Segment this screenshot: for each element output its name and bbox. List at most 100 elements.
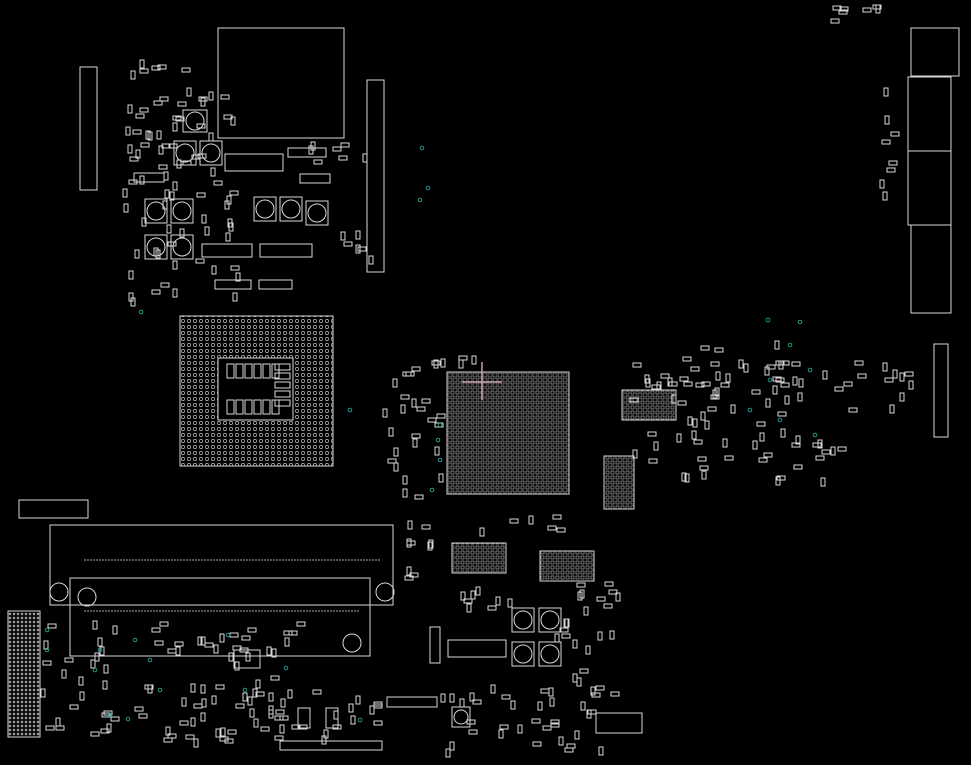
smd-component[interactable] <box>609 630 615 640</box>
inductor-core[interactable] <box>513 644 533 664</box>
smd-component[interactable] <box>714 387 720 397</box>
smd-component[interactable] <box>340 142 350 148</box>
smd-component[interactable] <box>531 718 541 724</box>
crystal-oscillator[interactable] <box>214 279 252 290</box>
via[interactable] <box>92 667 98 673</box>
smd-component[interactable] <box>583 606 589 616</box>
smd-component[interactable] <box>433 359 439 369</box>
smd-component[interactable] <box>211 695 217 705</box>
smd-component[interactable] <box>775 476 781 486</box>
connector-left-vertical[interactable] <box>79 66 98 191</box>
smd-component[interactable] <box>185 734 195 740</box>
capacitor[interactable] <box>429 626 441 664</box>
smd-component[interactable] <box>676 433 682 443</box>
port-rj45[interactable] <box>910 224 952 314</box>
smd-component[interactable] <box>268 692 274 702</box>
smd-component[interactable] <box>40 688 46 698</box>
smd-component[interactable] <box>632 449 638 459</box>
smd-component[interactable] <box>225 232 231 242</box>
smd-component[interactable] <box>615 592 621 602</box>
smd-component[interactable] <box>848 407 858 413</box>
crystal-oscillator[interactable] <box>299 173 331 184</box>
smd-component[interactable] <box>151 289 161 295</box>
smd-component[interactable] <box>707 406 717 412</box>
smd-component[interactable] <box>550 722 560 728</box>
smd-component[interactable] <box>312 689 322 695</box>
smd-component[interactable] <box>100 728 110 734</box>
smd-component[interactable] <box>722 438 728 448</box>
via[interactable] <box>437 422 443 428</box>
inductor[interactable] <box>538 641 562 667</box>
smd-component[interactable] <box>777 411 787 417</box>
smd-component[interactable] <box>471 355 477 365</box>
smd-component[interactable] <box>632 362 642 368</box>
smd-component[interactable] <box>270 675 280 681</box>
cpu-capacitor[interactable] <box>274 363 291 371</box>
smd-component[interactable] <box>235 703 245 709</box>
smd-component[interactable] <box>576 582 586 588</box>
smd-component[interactable] <box>421 524 431 530</box>
smd-component[interactable] <box>153 100 163 106</box>
smd-component[interactable] <box>579 668 589 674</box>
smd-component[interactable] <box>585 645 591 655</box>
smd-component[interactable] <box>43 640 49 650</box>
smd-component[interactable] <box>704 420 710 430</box>
smd-component[interactable] <box>888 160 898 166</box>
smd-component[interactable] <box>510 700 516 710</box>
smd-component[interactable] <box>227 729 237 735</box>
smd-component[interactable] <box>210 167 216 177</box>
smd-component[interactable] <box>112 625 118 635</box>
smd-component[interactable] <box>411 433 421 439</box>
smd-component[interactable] <box>255 679 261 689</box>
smd-component[interactable] <box>392 378 398 388</box>
smd-component[interactable] <box>682 356 692 362</box>
connector-vertical[interactable] <box>366 79 385 273</box>
smd-component[interactable] <box>576 677 582 687</box>
smd-component[interactable] <box>255 691 265 697</box>
smd-component[interactable] <box>78 676 84 686</box>
smd-component[interactable] <box>348 703 354 713</box>
smd-component[interactable] <box>656 381 662 391</box>
smd-component[interactable] <box>780 428 786 438</box>
smd-component[interactable] <box>862 7 872 13</box>
smd-component[interactable] <box>720 382 730 388</box>
smd-component[interactable] <box>752 440 758 450</box>
smd-component[interactable] <box>190 683 196 693</box>
via[interactable] <box>242 687 248 693</box>
smd-component[interactable] <box>580 701 586 711</box>
smd-component[interactable] <box>279 715 289 721</box>
smd-component[interactable] <box>197 153 207 159</box>
smd-component[interactable] <box>157 64 167 70</box>
smd-component[interactable] <box>574 730 580 740</box>
smd-component[interactable] <box>772 376 782 382</box>
smd-component[interactable] <box>724 455 734 461</box>
smd-component[interactable] <box>333 710 339 720</box>
crystal-oscillator[interactable] <box>224 153 284 172</box>
smd-component[interactable] <box>165 726 171 736</box>
smd-component[interactable] <box>175 646 181 656</box>
smd-component[interactable] <box>838 9 848 15</box>
smd-component[interactable] <box>540 688 550 694</box>
smd-component[interactable] <box>151 627 161 633</box>
smd-component[interactable] <box>168 143 178 149</box>
smd-component[interactable] <box>830 18 840 24</box>
smd-component[interactable] <box>466 603 472 613</box>
via[interactable] <box>44 647 50 653</box>
inductor-core[interactable] <box>255 199 275 219</box>
smd-component[interactable] <box>167 241 177 247</box>
smd-component[interactable] <box>460 591 466 601</box>
smd-component[interactable] <box>629 397 639 403</box>
smd-component[interactable] <box>355 695 361 705</box>
smd-component[interactable] <box>815 455 825 461</box>
via[interactable] <box>807 367 813 373</box>
inductor[interactable] <box>305 200 329 226</box>
via[interactable] <box>437 457 443 463</box>
smd-component[interactable] <box>393 462 399 472</box>
smd-component[interactable] <box>61 669 67 679</box>
smd-component[interactable] <box>191 154 201 160</box>
smd-component[interactable] <box>154 640 164 646</box>
via[interactable] <box>357 717 363 723</box>
smd-component[interactable] <box>172 181 178 191</box>
smd-component[interactable] <box>701 470 707 480</box>
